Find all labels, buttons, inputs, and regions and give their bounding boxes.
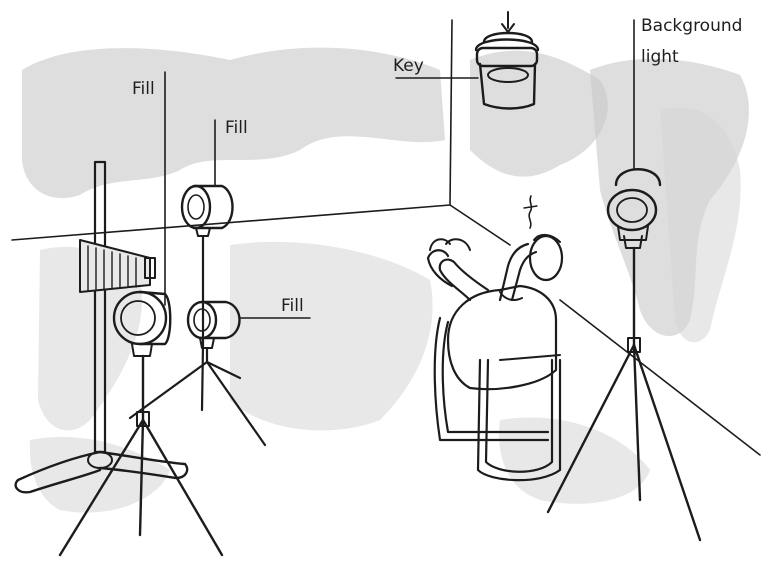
label-background-line-1: Background [641,16,742,36]
label-fill-3: Fill [281,296,304,316]
label-fill-2: Fill [225,118,248,138]
label-key: Key [393,56,424,76]
label-background-line-2: light [641,47,679,67]
label-fill-1: Fill [132,79,155,99]
